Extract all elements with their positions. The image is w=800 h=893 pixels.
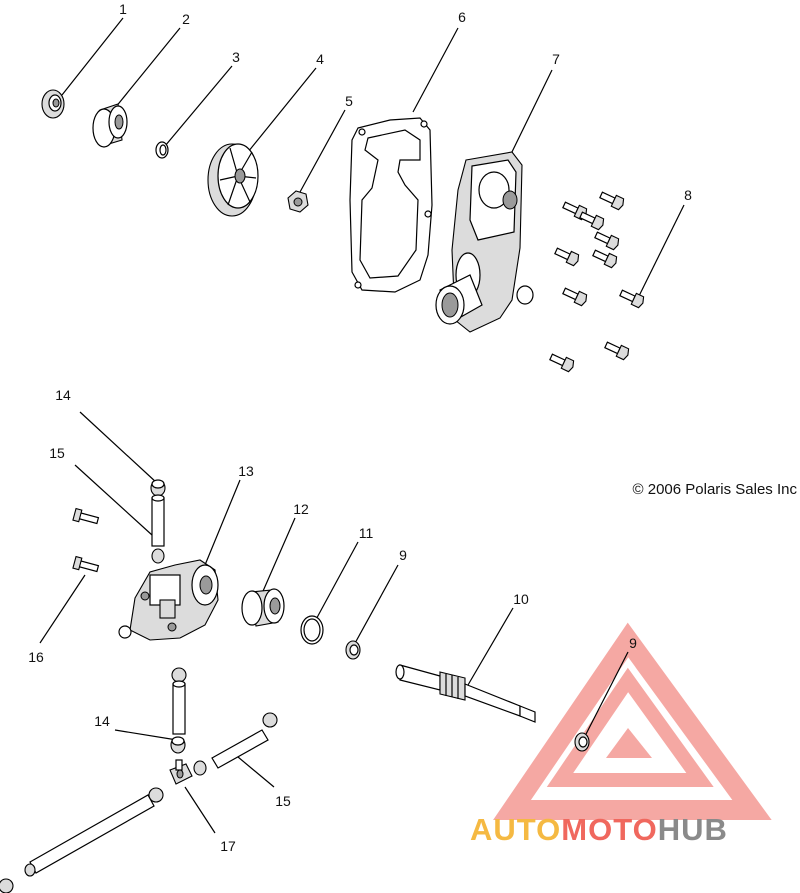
part-1-seal: [41, 89, 65, 119]
watermark-logo: [493, 622, 772, 820]
watermark-text: AUTOMOTOHUB: [470, 812, 728, 847]
callout-11: 11: [359, 525, 374, 541]
part-14-cap-upper: [150, 479, 166, 497]
part-15-tube-lower-vertical: [171, 667, 187, 735]
part-15-tube-upper: [151, 494, 165, 564]
watermark-moto: MOTO: [561, 812, 657, 847]
callout-15: 15: [49, 445, 65, 461]
part-16-bolts: [72, 507, 100, 573]
part-3-o-ring: [155, 141, 169, 159]
callout-labels: 1 2 3 4 5 6 7 8 9 9 10 11 12 13 14 14 15…: [28, 1, 692, 854]
part-5-nut: [287, 190, 309, 213]
callout-12: 12: [293, 501, 309, 517]
callout-2: 2: [182, 11, 190, 27]
part-14-cap-lower: [170, 736, 186, 754]
callout-9-second: 9: [629, 635, 637, 651]
callout-1: 1: [119, 1, 127, 17]
part-15-hose-long: [0, 787, 164, 893]
callout-16: 16: [28, 649, 44, 665]
callout-9: 9: [399, 547, 407, 563]
callout-10: 10: [513, 591, 529, 607]
part-2-bearing: [92, 103, 128, 148]
callout-13: 13: [238, 463, 254, 479]
callout-5: 5: [345, 93, 353, 109]
part-6-gasket: [349, 117, 433, 293]
callout-6: 6: [458, 9, 466, 25]
part-7-pump-cover: [435, 151, 534, 333]
callout-14: 14: [55, 387, 71, 403]
part-13-pump-body: [118, 559, 219, 641]
watermark-auto: AUTO: [470, 812, 561, 847]
part-4-impeller: [207, 143, 259, 217]
watermark-hub: HUB: [658, 812, 728, 847]
part-9-washer-second: [574, 732, 590, 752]
callout-7: 7: [552, 51, 560, 67]
callout-15-second: 15: [275, 793, 291, 809]
part-12-bushing: [241, 588, 285, 627]
part-8-bolts: [549, 191, 645, 373]
svg-text:AUTOMOTOHUB: AUTOMOTOHUB: [470, 812, 728, 847]
callout-17: 17: [220, 838, 236, 854]
part-10-shaft: [395, 664, 536, 723]
callout-3: 3: [232, 49, 240, 65]
part-9-washer: [345, 640, 361, 660]
callout-14-second: 14: [94, 713, 110, 729]
copyright-text: © 2006 Polaris Sales Inc: [633, 481, 798, 498]
part-15-hose-right: [193, 712, 278, 776]
callout-8: 8: [684, 187, 692, 203]
part-17-tee-fitting: [169, 759, 193, 785]
leader-lines: [39, 17, 685, 834]
callout-4: 4: [316, 51, 324, 67]
part-11-o-ring: [300, 615, 324, 645]
